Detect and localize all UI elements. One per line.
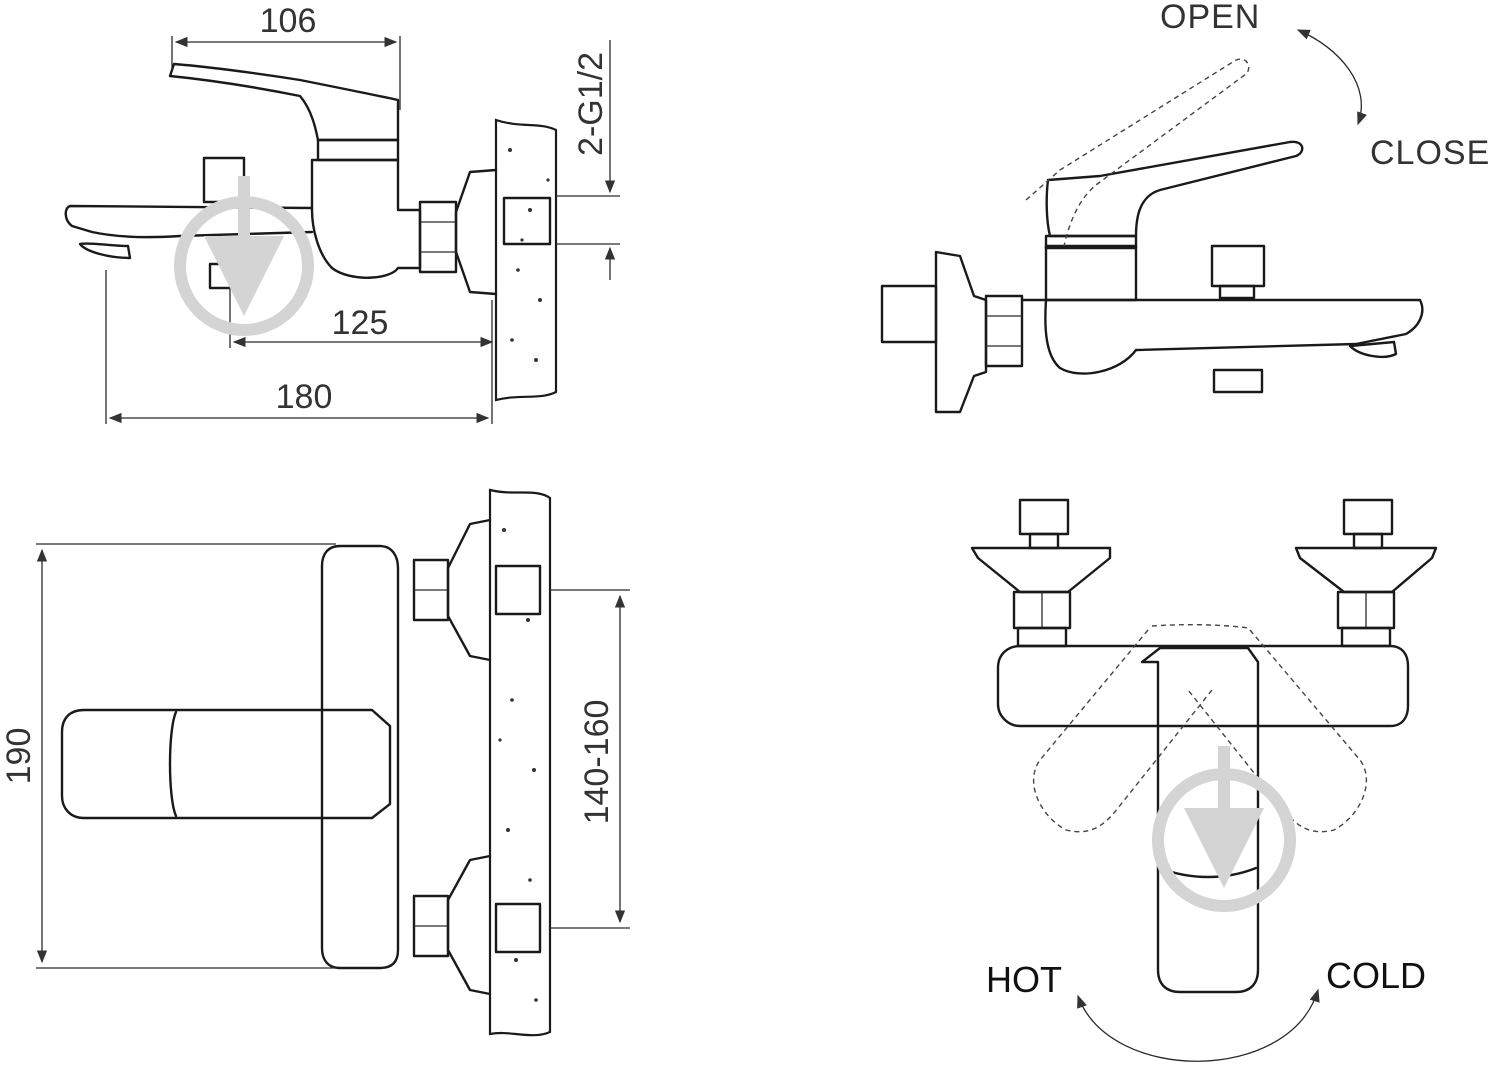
label-close: CLOSE <box>1370 134 1490 172</box>
side-view-lever-motion: OPEN CLOSE <box>880 0 1490 414</box>
dim-inlet-spacing: 140-160 <box>578 700 616 825</box>
dim-connection: 2-G1/2 <box>572 52 610 156</box>
rotation-arrow-icon <box>1296 29 1367 126</box>
rotation-arrow-icon <box>1077 988 1320 1062</box>
dim-handle-reach: 106 <box>260 2 317 40</box>
label-open: OPEN <box>1160 0 1260 36</box>
side-view-dimensioned: 106 125 180 2-G1/2 <box>64 2 620 424</box>
front-view-temperature: HOT COLD <box>970 498 1438 1062</box>
label-cold: COLD <box>1326 955 1426 996</box>
label-hot: HOT <box>986 959 1062 1000</box>
dim-spout-to-wall: 125 <box>332 304 389 342</box>
watermark-logo-icon <box>1152 746 1296 912</box>
watermark-logo-icon <box>174 176 314 336</box>
top-view-dimensioned: 190 140-160 <box>0 488 630 1037</box>
dim-total-depth: 180 <box>276 378 333 416</box>
dim-height: 190 <box>0 728 38 785</box>
